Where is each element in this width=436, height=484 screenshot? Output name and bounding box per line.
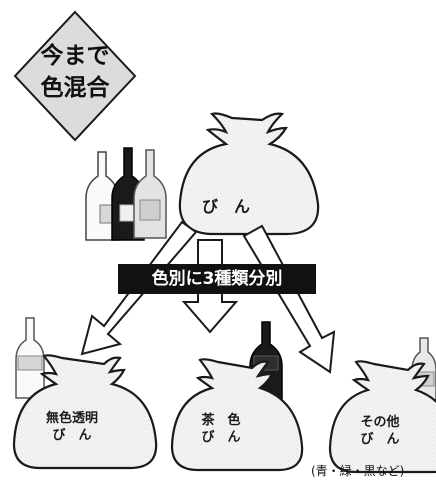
top-bottles-icon — [85, 147, 167, 241]
other-bag-label-line-2: び ん — [360, 432, 400, 447]
other-bag-label: その他 び ん — [340, 414, 420, 448]
arrow-right — [242, 224, 336, 374]
colorless-bag-icon — [12, 354, 158, 470]
other-bag-icon — [328, 360, 436, 474]
top-bag-label: び ん — [201, 197, 250, 216]
clear-bottle-icon — [15, 317, 45, 399]
colorless-bag-label-line-1: 無色透明 — [45, 411, 98, 426]
sorting-banner: 色別に3種類分別 — [118, 264, 316, 294]
other-colors-footnote: (青・緑・黒など) — [311, 464, 405, 478]
colorless-bag-label: 無色透明 び ん — [22, 410, 122, 444]
badge-diamond — [13, 10, 137, 142]
brown-bag-label-line-2: び ん — [201, 430, 241, 445]
colorless-bag-label-line-2: び ん — [52, 428, 92, 443]
other-bag-label-line-1: その他 — [360, 415, 400, 430]
brown-bag-label-line-1: 茶 色 — [201, 413, 241, 428]
flow-arrows — [80, 220, 336, 374]
badge-line-2: 色混合 — [40, 75, 110, 101]
brown-bag-label: 茶 色 び ん — [176, 412, 266, 446]
top-garbage-bag-icon — [178, 112, 320, 236]
brown-bag-icon — [170, 358, 304, 472]
badge-text: 今まで 色混合 — [30, 40, 120, 104]
badge-line-1: 今まで — [40, 43, 110, 69]
